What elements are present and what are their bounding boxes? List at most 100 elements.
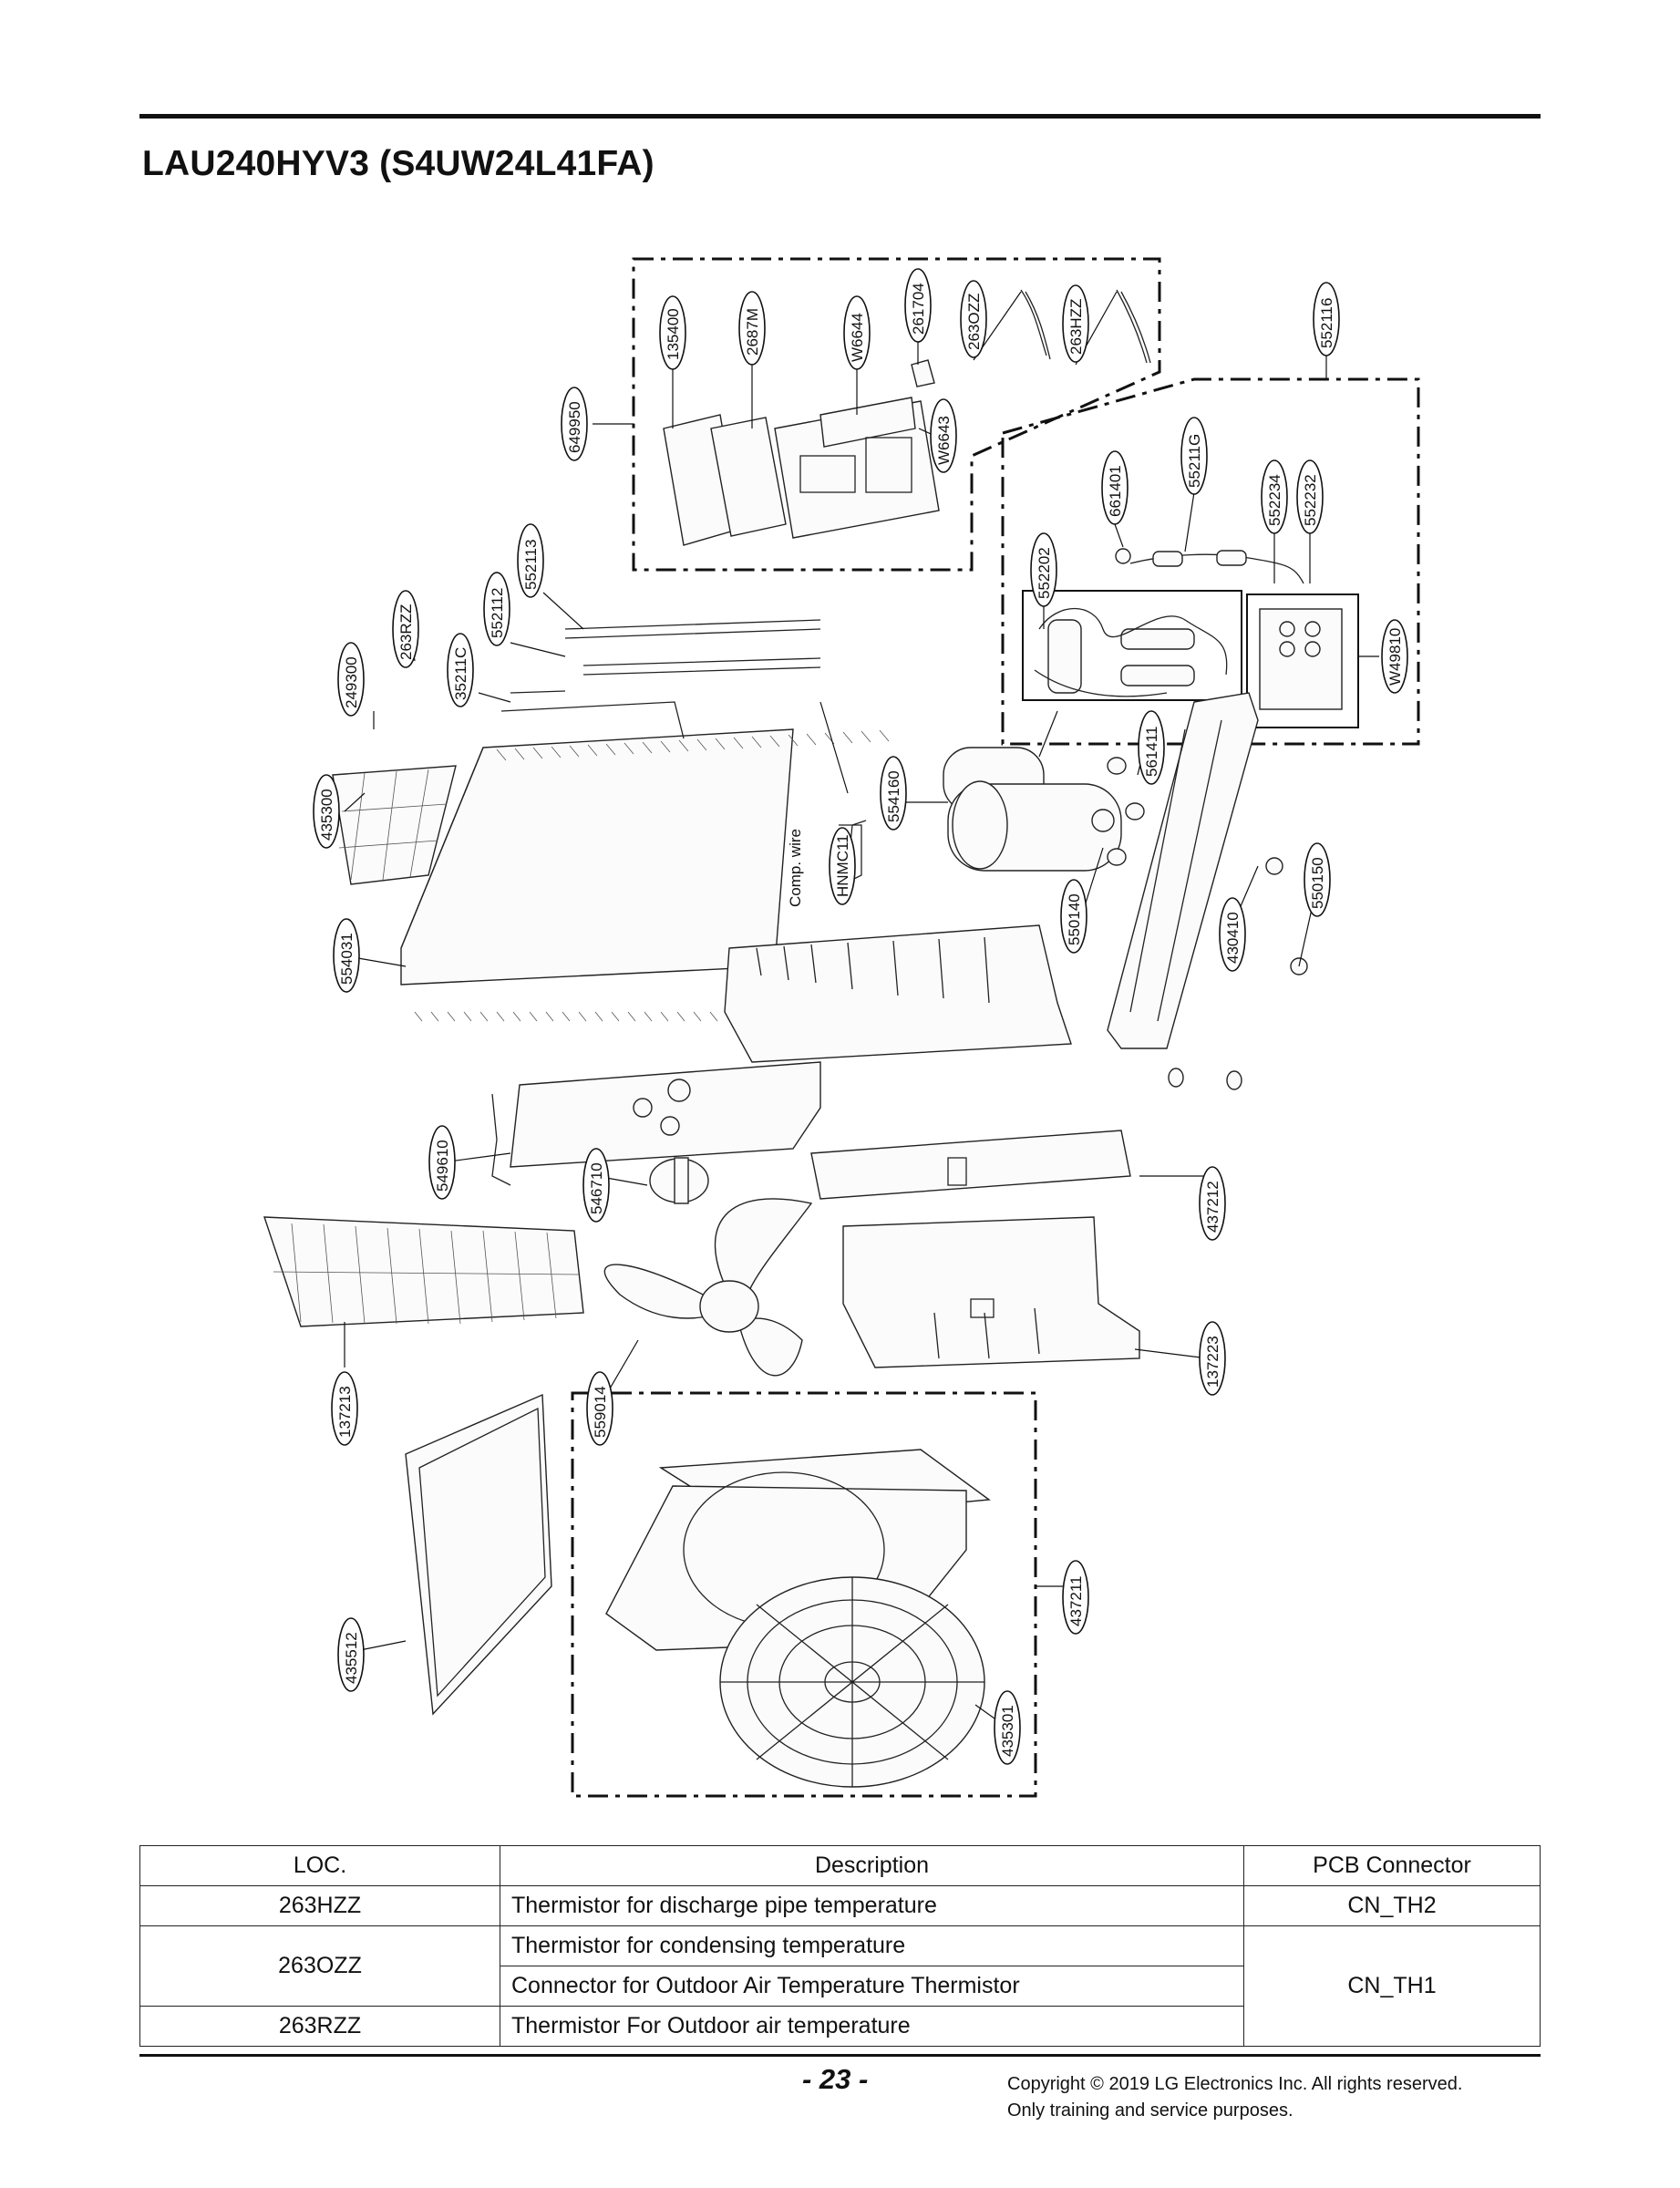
coil-guard-grille — [332, 765, 457, 885]
svg-text:430410: 430410 — [1224, 912, 1242, 964]
svg-text:435300: 435300 — [318, 789, 335, 841]
cell-loc: 263HZZ — [139, 1885, 500, 1926]
comp-wire-label: Comp. wire — [787, 829, 804, 907]
svg-text:649950: 649950 — [566, 401, 583, 453]
front-panel — [405, 1393, 552, 1716]
callout-549610: 549610 — [428, 1125, 456, 1200]
svg-text:552112: 552112 — [489, 588, 506, 638]
callout-137213: 137213 — [331, 1371, 358, 1446]
svg-text:35211C: 35211C — [452, 647, 469, 700]
cell-connector: CN_TH2 — [1243, 1885, 1541, 1926]
side-panel-right — [842, 1216, 1140, 1368]
svg-text:135400: 135400 — [665, 308, 682, 360]
callout-437211: 437211 — [1062, 1560, 1089, 1635]
svg-text:W6643: W6643 — [935, 416, 953, 465]
callout-137223: 137223 — [1199, 1321, 1226, 1396]
table-row: Connector for Outdoor Air Temperature Th… — [140, 1966, 1541, 2007]
svg-text:435301: 435301 — [999, 1705, 1016, 1757]
svg-text:550140: 550140 — [1066, 893, 1083, 945]
callout-437212: 437212 — [1199, 1166, 1226, 1241]
svg-text:437212: 437212 — [1204, 1181, 1221, 1233]
callout-552234: 552234 — [1261, 459, 1288, 534]
cell-connector: CN_TH1 — [1243, 1925, 1541, 2047]
compressor — [943, 747, 1122, 872]
table-row: 263OZZ Thermistor for condensing tempera… — [139, 1925, 1541, 2047]
fan-guard — [719, 1576, 985, 1788]
motor-mount — [491, 1061, 821, 1186]
callout-263OZZ: 263OZZ — [960, 280, 987, 358]
svg-text:552116: 552116 — [1318, 298, 1335, 348]
table-header-row: LOC. Description PCB Connector — [139, 1845, 1541, 1886]
page-title: LAU240HYV3 (S4UW24L41FA) — [142, 144, 654, 183]
callout-249300: 249300 — [337, 642, 365, 717]
callout-552112: 552112 — [483, 572, 510, 646]
svg-text:Comp. wire: Comp. wire — [787, 829, 804, 907]
callout-435301: 435301 — [994, 1690, 1021, 1765]
pcb-group-box — [632, 257, 1161, 572]
svg-text:W6644: W6644 — [849, 313, 866, 362]
cell-description: Thermistor For Outdoor air temperature — [500, 2006, 1244, 2047]
svg-text:661401: 661401 — [1107, 465, 1124, 517]
callout-561411: 561411 — [1138, 710, 1165, 785]
callout-263RZZ: 263RZZ — [392, 590, 419, 668]
callout-2687M: 2687M — [738, 291, 766, 366]
cell-description: Connector for Outdoor Air Temperature Th… — [500, 1966, 1244, 2007]
header-pcb-connector: PCB Connector — [1243, 1845, 1541, 1886]
callout-552202: 552202 — [1030, 532, 1057, 607]
header-description: Description — [500, 1845, 1244, 1886]
svg-text:137213: 137213 — [336, 1386, 354, 1438]
svg-text:435512: 435512 — [343, 1632, 360, 1684]
svg-text:263HZZ: 263HZZ — [1067, 299, 1085, 355]
callout-135400: 135400 — [659, 295, 686, 370]
callout-HNMC11: HNMC11 — [829, 827, 856, 905]
table-row: 263RZZ Thermistor For Outdoor air temper… — [139, 2006, 1541, 2047]
page-number: - 23 - — [802, 2063, 869, 2095]
fan-motor — [649, 1157, 709, 1204]
svg-text:552232: 552232 — [1302, 474, 1319, 526]
svg-text:437211: 437211 — [1067, 1576, 1085, 1626]
svg-text:263RZZ: 263RZZ — [397, 604, 415, 660]
callout-552113: 552113 — [517, 523, 544, 598]
bottom-rule — [139, 2054, 1541, 2057]
svg-text:552202: 552202 — [1036, 547, 1053, 599]
callout-W6643: W6643 — [930, 398, 957, 473]
top-cover-right — [810, 1130, 1131, 1200]
callout-550140: 550140 — [1060, 879, 1087, 954]
table-row: 263HZZ Thermistor for discharge pipe tem… — [139, 1885, 1541, 1926]
callout-552232: 552232 — [1296, 459, 1324, 534]
thermistor-sensor-263OZZ — [1020, 289, 1047, 356]
svg-text:552234: 552234 — [1266, 474, 1283, 526]
svg-text:137223: 137223 — [1204, 1336, 1221, 1388]
callout-263HZZ: 263HZZ — [1062, 284, 1089, 363]
top-rule — [139, 114, 1541, 119]
svg-text:554160: 554160 — [885, 770, 902, 822]
cell-description: Thermistor for discharge pipe temperatur… — [500, 1885, 1244, 1926]
four-way-valve-box — [1022, 590, 1242, 701]
callout-430410: 430410 — [1219, 897, 1246, 972]
svg-text:546710: 546710 — [588, 1162, 605, 1214]
callout-55211G: 55211G — [1180, 417, 1208, 495]
pcb-assembly — [663, 359, 940, 546]
expansion-valve-pipe — [1115, 548, 1304, 584]
callout-35211C: 35211C — [447, 633, 474, 707]
header-loc: LOC. — [139, 1845, 500, 1886]
callout-550150: 550150 — [1304, 842, 1331, 917]
condenser-coil — [400, 728, 890, 1022]
svg-text:550150: 550150 — [1309, 857, 1326, 909]
svg-text:261704: 261704 — [910, 283, 927, 335]
cell-description: Thermistor for condensing temperature — [500, 1925, 1244, 1966]
svg-text:552113: 552113 — [522, 540, 540, 590]
svg-text:2687M: 2687M — [744, 308, 761, 356]
callout-546710: 546710 — [582, 1148, 610, 1223]
callout-435512: 435512 — [337, 1617, 365, 1692]
copyright-line-1: Copyright © 2019 LG Electronics Inc. All… — [1007, 2074, 1463, 2094]
svg-text:549610: 549610 — [434, 1140, 451, 1192]
reactor-box — [1246, 593, 1359, 728]
callout-W6644: W6644 — [843, 295, 871, 370]
thermistor-table: LOC. Description PCB Connector 263HZZ Th… — [139, 1845, 1541, 2047]
fan-guard-box — [571, 1391, 1037, 1798]
callout-649950: 649950 — [561, 387, 588, 461]
front-grille-side — [263, 1216, 584, 1327]
callout-661401: 661401 — [1101, 450, 1129, 525]
svg-text:W49810: W49810 — [1386, 628, 1404, 686]
